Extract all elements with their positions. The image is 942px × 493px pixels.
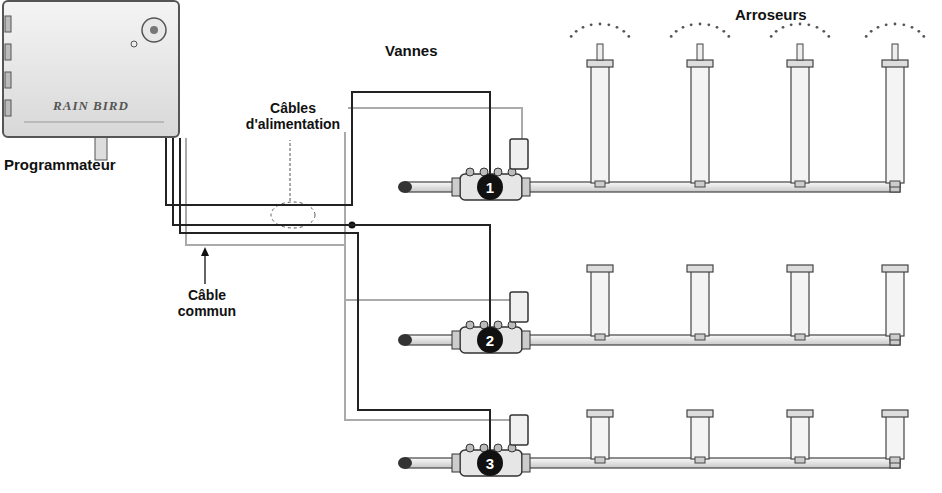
- callout-number: 3: [486, 455, 494, 472]
- valve-number: 3: [477, 450, 503, 476]
- power-cable: [166, 92, 490, 205]
- brand-logo: RAIN BIRD: [53, 98, 129, 114]
- callout-number: 1: [486, 179, 494, 196]
- callout-number: 2: [486, 332, 494, 349]
- valve-row: [398, 410, 908, 476]
- leader-line: [290, 140, 291, 201]
- arrow-head: [201, 247, 209, 256]
- part-label: Programmateur: [4, 156, 154, 173]
- part-label: Arroseurs: [735, 6, 845, 23]
- valve-number: 1: [477, 174, 503, 200]
- part-label: Câbles d'alimentation: [238, 100, 348, 132]
- irrigation-rows: [398, 23, 925, 476]
- controller-detail: [4, 2, 178, 136]
- common-cable: [186, 108, 522, 430]
- part-label: Vannes: [385, 42, 465, 59]
- valve-row: [398, 23, 925, 200]
- part-label: Câble commun: [160, 287, 254, 319]
- controller-box: RAIN BIRD: [2, 0, 180, 138]
- valve-row: [398, 265, 908, 353]
- valve-number: 2: [477, 327, 503, 353]
